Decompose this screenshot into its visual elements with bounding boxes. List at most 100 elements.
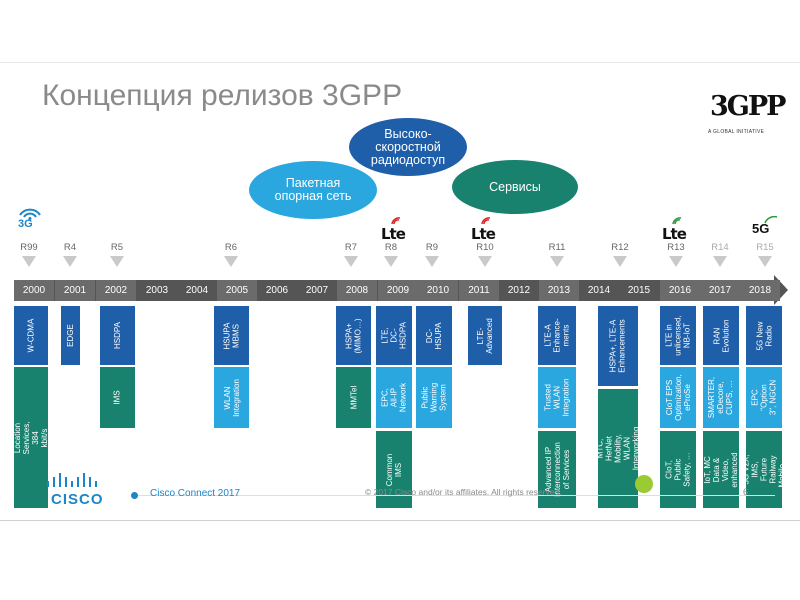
- feature-edge: EDGE: [61, 306, 80, 365]
- feature-epc-option3: EPC "Option 3", NGCN: [746, 367, 782, 428]
- footer-copyright: © 2017 Cisco and/or its affiliates. All …: [365, 487, 562, 497]
- signal-icon: [481, 217, 491, 225]
- release-label: R11: [548, 242, 566, 253]
- year-label: 2003: [145, 285, 169, 296]
- feature-lte-dc-hsdpa: LTE, DC-HSDPA: [376, 306, 412, 365]
- release-label: R14: [711, 242, 729, 253]
- 3gpp-logo: 3GPP A GLOBAL INITIATIVE: [708, 91, 786, 141]
- lte-icon-r13: Lte: [662, 217, 687, 243]
- year-label: 2018: [740, 280, 780, 301]
- release-label: R8: [384, 242, 398, 253]
- release-label: R5: [110, 242, 124, 253]
- footer-dot: [131, 492, 138, 499]
- signal-icon: [672, 217, 682, 225]
- release-marker: [22, 256, 36, 267]
- lte-icon-r8: Lte: [381, 217, 406, 243]
- feature-dc-hsupa: DC-HSUPA: [416, 306, 452, 365]
- feature-lte-advanced: LTE- Advanced: [468, 306, 502, 365]
- release-label: R13: [667, 242, 685, 253]
- release-label: R10: [476, 242, 494, 253]
- feature-5g-v2x: 5G V2X, IMS, Future Railway Mobile, …: [746, 431, 782, 508]
- cisco-bars-icon: [47, 473, 97, 487]
- feature-ims: IMS: [100, 367, 135, 428]
- year-label: 2015: [627, 285, 651, 296]
- year-label: 2002: [96, 280, 136, 301]
- feature-wcdma: W-CDMA: [14, 306, 48, 365]
- feature-wlan-integration: WLAN Integration: [214, 367, 249, 428]
- release-marker: [613, 256, 627, 267]
- 5g-icon: 5G: [752, 216, 778, 236]
- feature-hsupa-mbms: HSUPA MBMS: [214, 306, 249, 365]
- year-label: 2007: [305, 285, 329, 296]
- page-number: 6: [743, 487, 749, 497]
- release-marker: [224, 256, 238, 267]
- feature-ciot-eps: CIoT EPS Optimization, eProSe: [660, 367, 696, 428]
- release-marker: [669, 256, 683, 267]
- lte-label: Lte: [381, 225, 406, 243]
- cisco-wordmark: CISCO: [51, 491, 104, 508]
- release-label: R15: [756, 242, 774, 253]
- year-label: 2010: [418, 280, 458, 301]
- footer-line: [135, 495, 775, 496]
- feature-mtc-hetnet: MTC, HetNet Mobility, WLAN Interworking: [598, 389, 638, 508]
- release-marker: [425, 256, 439, 267]
- year-label: 2017: [700, 280, 740, 301]
- lte-label: Lte: [662, 225, 687, 243]
- 3g-icon: 3G: [17, 206, 43, 234]
- feature-public-warning: Public Warning System: [416, 367, 452, 428]
- release-marker: [344, 256, 358, 267]
- year-label: 2014: [587, 285, 611, 296]
- signal-icon: [391, 217, 401, 225]
- year-label: 2011: [459, 280, 499, 301]
- release-marker: [110, 256, 124, 267]
- oval-services: Сервисы: [452, 160, 578, 214]
- release-marker: [63, 256, 77, 267]
- release-label: R9: [425, 242, 439, 253]
- slide: Концепция релизов 3GPP 3GPP A GLOBAL INI…: [0, 62, 800, 521]
- feature-massive-iot: Massive IoT, MC Data & Video, enhanced T…: [703, 431, 739, 508]
- release-label: R7: [344, 242, 358, 253]
- release-label: R99: [20, 242, 38, 253]
- year-label: 2008: [337, 280, 377, 301]
- feature-ran-evolution: RAN Evolution: [703, 306, 739, 365]
- 3g-label: 3G: [18, 218, 33, 230]
- year-label: 2000: [14, 280, 54, 301]
- release-label: R4: [63, 242, 77, 253]
- feature-5g-new-radio: 5G New Radio: [746, 306, 782, 365]
- feature-bearer-services: Bearer, Call, Location Services, 384 kbi…: [14, 367, 48, 508]
- year-label: 2006: [265, 285, 289, 296]
- signal-icon: [764, 216, 778, 224]
- feature-hsdpa: HSDPA: [100, 306, 135, 365]
- feature-trusted-wlan: Trusted WLAN Integration: [538, 367, 576, 428]
- feature-lte-unlicensed: LTE in unlicensed, NB-IoT: [660, 306, 696, 365]
- 3gpp-logo-text: 3GPP: [710, 91, 786, 122]
- year-label: 2005: [217, 280, 257, 301]
- feature-lte-a-enhancements: LTE-A Enhance- ments: [538, 306, 576, 365]
- feature-ciot-public-safety: CIoT, Public Safety, …: [660, 431, 696, 508]
- feature-epc: EPC, All-IP Network: [376, 367, 412, 428]
- green-dot: [635, 475, 653, 493]
- release-label: R12: [611, 242, 629, 253]
- release-label: R6: [224, 242, 238, 253]
- feature-hspa-lte-a-enhancements: HSPA+, LTE-A Enhancements: [598, 306, 638, 386]
- release-marker: [478, 256, 492, 267]
- feature-hspa-plus: HSPA+ (MIMO…): [336, 306, 371, 365]
- release-marker: [713, 256, 727, 267]
- cisco-logo: CISCO: [45, 473, 105, 513]
- year-label: 2012: [507, 285, 531, 296]
- wifi-signal-icon: [19, 208, 41, 220]
- release-marker: [384, 256, 398, 267]
- release-marker: [758, 256, 772, 267]
- year-label: 2016: [660, 280, 700, 301]
- year-label: 2004: [185, 285, 209, 296]
- year-label: 2013: [539, 280, 579, 301]
- oval-radio-access: Высоко- скоростной радиодоступ: [349, 118, 467, 176]
- lte-label: Lte: [471, 225, 496, 243]
- feature-smarter: SMARTER, eDecore, CUPS, …: [703, 367, 739, 428]
- year-label: 2001: [55, 280, 95, 301]
- feature-mmtel: MMTel: [336, 367, 371, 428]
- footer-event: Cisco Connect 2017: [150, 488, 241, 499]
- oval-packet-core: Пакетная опорная сеть: [249, 161, 377, 219]
- year-label: 2009: [378, 280, 418, 301]
- 5g-label: 5G: [752, 221, 770, 236]
